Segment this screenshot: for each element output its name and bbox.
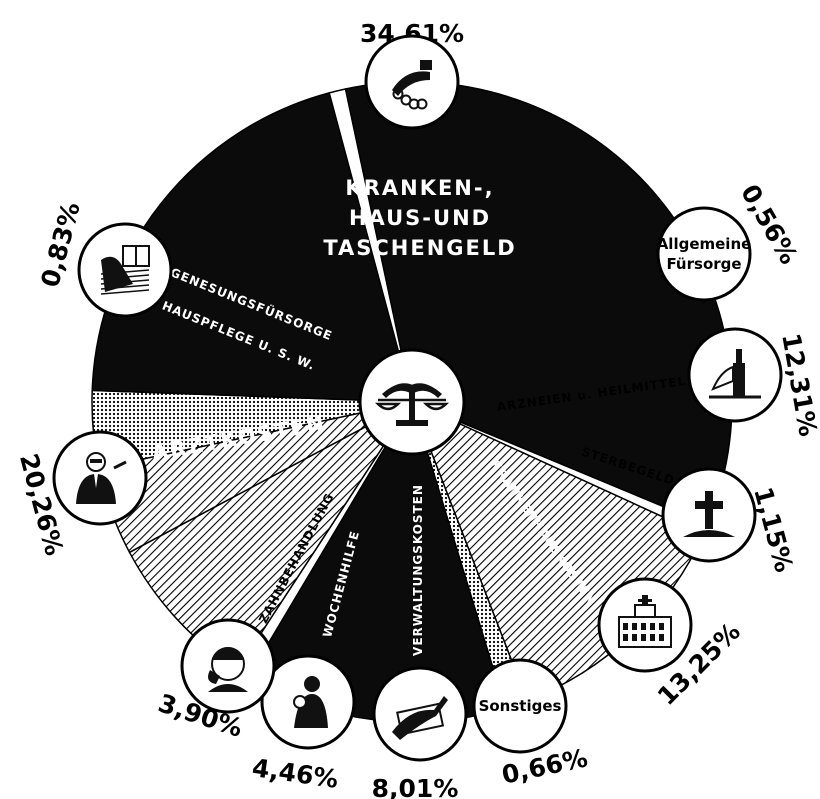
pct-label-arzneien: 12,31% [776, 331, 820, 439]
doctor-icon [76, 452, 127, 504]
mother-child-icon [293, 676, 328, 728]
writing-hand-icon [392, 696, 448, 740]
slice-label-group-verwaltungskosten: VERWALTUNGSKOSTEN [411, 484, 425, 656]
pct-label-sterbegeld: 1,15% [748, 484, 798, 575]
icon-badge-krankenhaus_taschengeld [364, 34, 460, 130]
pct-label-wochenhilfe: 4,46% [250, 753, 340, 794]
icon-badge-circle [180, 618, 276, 714]
icon-badge-zahnbehandlung [180, 618, 276, 714]
icon-badge-arztkosten [52, 430, 148, 526]
convalescent-room-icon [100, 245, 150, 295]
toothache-face-icon [208, 647, 248, 692]
hand-coins-icon [392, 60, 432, 110]
icon-badge-arzneien [687, 327, 783, 423]
pie-slice-arztkosten [91, 91, 413, 403]
center-emblem [358, 348, 466, 456]
scales-hands-icon [374, 383, 450, 426]
icon-badge-circle [656, 206, 752, 302]
icon-badge-krankenhauskosten [597, 577, 693, 673]
medicine-bottle-icon [709, 349, 761, 399]
icon-badge-wochenhilfe [260, 654, 356, 750]
pct-label-verwaltungskosten: 8,01% [372, 774, 459, 799]
grave-cross-icon [683, 491, 735, 537]
center-badge [358, 348, 466, 456]
pie-slice-genesungsfuersorge [328, 88, 413, 403]
icon-badge-verwaltungskosten [372, 666, 468, 762]
slice-label-sonstiges: Sonstiges [479, 697, 562, 715]
icon-badge-genesungsfuersorge [77, 222, 173, 318]
icon-badge-sonstiges: Sonstiges [472, 658, 568, 754]
icon-badge-circle [77, 222, 173, 318]
icon-badge-circle [472, 658, 568, 754]
hospital-icon [618, 595, 672, 648]
slice-label-verwaltungskosten: VERWALTUNGSKOSTEN [411, 484, 425, 656]
icon-badge-sterbegeld [661, 467, 757, 563]
